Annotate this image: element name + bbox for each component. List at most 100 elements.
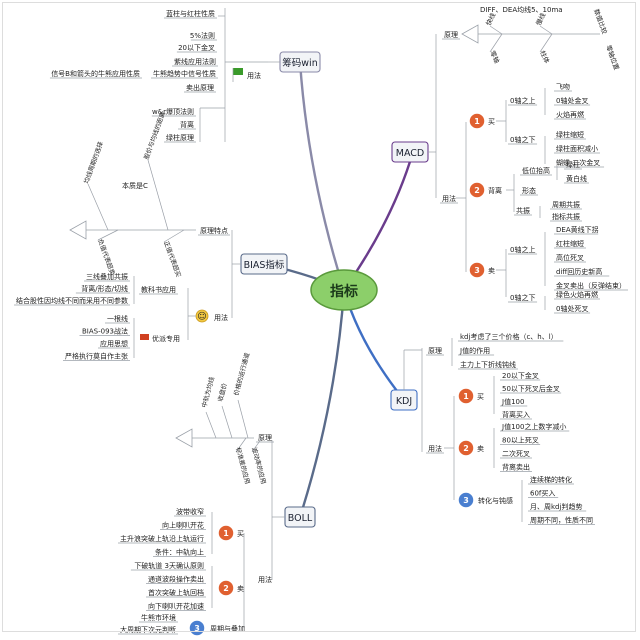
kdj-usage: 用法 [428, 444, 442, 453]
boll-rest-item: 大周期下次元判断 [120, 625, 176, 634]
macd-sell-above-item: diff回历史新高 [556, 267, 602, 276]
macd-buy-above-item: 火焰再燃 [556, 110, 584, 119]
bias-base: 本质是C [122, 181, 148, 190]
kdj-buy-item: 背离买入 [502, 410, 530, 419]
topic-macd-label: MACD [396, 148, 424, 159]
kdj-convert-item: 60f买入 [530, 490, 555, 498]
boll-rest-item: 牛熊市环境 [141, 613, 176, 622]
center-label: 指标 [330, 283, 358, 300]
bias-textbook: 教科书应用 [141, 285, 176, 294]
chip-top-item: 20以下金叉 [178, 43, 215, 52]
macd-principle: 原理 [444, 31, 458, 39]
macd-buy-label: 买 [488, 118, 495, 126]
macd-sell-badge-number: 3 [474, 266, 480, 275]
bias-textbook-item: 三线叠加共振 [86, 272, 128, 281]
macd-div-shape: 形态 [522, 186, 536, 195]
macd-buy-above-item: 0轴处金叉 [556, 96, 588, 105]
main-branch-1 [298, 61, 346, 291]
boll-sell-item: 首次突破上轨回档 [148, 588, 204, 597]
smile-icon-glyph: ☺ [197, 311, 206, 322]
topic-bias-label: BIAS指标 [244, 259, 285, 271]
macd-div-badge [468, 181, 486, 199]
macd-sell-above-item: DEA黄线下拐 [556, 225, 599, 234]
main-branch-4 [298, 289, 346, 518]
boll-buy-label: 买 [237, 530, 244, 538]
chip-bottom-item: 背离 [180, 120, 194, 129]
kdj-convert-badge [457, 491, 475, 509]
macd-div-res-item: 指标共振 [552, 212, 580, 221]
bias-preferred-item: 一根线 [107, 314, 128, 323]
kdj-convert-item: 周期不同，性质不同 [530, 516, 593, 525]
macd-buy-below-item: 绿柱缩短 [556, 130, 584, 139]
image-frame [2, 2, 636, 632]
kdj-sell-badge [457, 439, 475, 457]
kdj-sell-label: 卖 [477, 445, 484, 453]
boll-buy-badge-number: 1 [223, 529, 229, 538]
macd-sell-badge [468, 261, 486, 279]
kdj-convert-label: 转化与钝感 [478, 496, 513, 505]
chip-sell-principle: 卖出原理 [186, 83, 214, 92]
macd-sell-below-item: 绿色火焰再燃 [556, 290, 598, 299]
bias-preferred-item: 应用思想 [100, 339, 128, 348]
macd-buy-below-item: 绿柱面积减小 [556, 144, 598, 153]
macd-buy-badge [468, 112, 486, 130]
kdj-sell-item: J值100之上数字减小 [501, 422, 566, 431]
macd-buy-badge-number: 1 [474, 117, 480, 126]
macd-div-badge-number: 2 [474, 186, 480, 195]
kdj-buy-item: 20以下金叉 [502, 371, 539, 380]
topic-chip-label: 筹码win [282, 57, 317, 69]
macd-div-low-item: 绿柱 [566, 160, 580, 169]
chip-top-item: 蓝柱与红柱性质 [166, 9, 215, 18]
macd-buy-below-zero: 0轴之下 [510, 135, 535, 144]
kdj-buy-badge [457, 387, 475, 405]
boll-sell-badge [217, 579, 235, 597]
boll-buy-item: 条件：中轨向上 [155, 548, 204, 557]
flag-icon [233, 68, 243, 75]
kdj-principle-item: J值的作用 [459, 346, 490, 355]
kdj-sell-item: 二次死叉 [502, 449, 530, 458]
macd-sell-below-zero: 0轴之下 [510, 293, 535, 302]
macd-sell-above-zero: 0轴之上 [510, 245, 535, 254]
boll-sell-label: 卖 [237, 585, 244, 593]
boll-buy-item: 向上喇叭开花 [162, 521, 204, 530]
macd-buy-above-zero: 0轴之上 [510, 96, 535, 105]
boll-usage: 用法 [258, 575, 272, 584]
kdj-buy-item: J值100 [501, 397, 524, 406]
boll-sell-badge-number: 2 [223, 584, 229, 593]
center-node[interactable] [310, 269, 378, 311]
boll-buy-item: 主升浪突破上轨沿上轨运行 [120, 534, 204, 543]
kdj-sell-badge-number: 2 [463, 444, 469, 453]
kdj-principle: 原理 [428, 347, 442, 355]
bias-preferred-item: BIAS-093战法 [82, 327, 128, 336]
macd-div-low-item: 黄白线 [566, 174, 587, 183]
kdj-sell-item: 背离卖出 [502, 463, 530, 472]
boll-principle: 原理 [258, 434, 272, 442]
macd-sell-above-item: 金叉卖出（反弹结束） [556, 281, 626, 290]
bias-preferred-item: 严格执行莫自作主张 [65, 352, 128, 361]
macd-sell-label: 卖 [488, 267, 495, 275]
flag-icon [140, 334, 149, 340]
chip-usage: 用法 [247, 71, 261, 80]
chip-top-item: 5%法则 [190, 31, 215, 40]
boll-buy-badge [217, 524, 235, 542]
macd-sell-below-item: 0轴处死叉 [556, 304, 588, 313]
bias-preferred: 优派专用 [152, 334, 180, 343]
bias-principle: 原理特点 [200, 226, 228, 235]
kdj-convert-item: 月、周kdj判趋势 [530, 502, 582, 511]
macd-div-res-item: 周期共振 [552, 200, 580, 209]
chip-bottom-item: 绿柱原理 [166, 133, 194, 142]
kdj-buy-badge-number: 1 [463, 392, 469, 401]
chip-bottom-item: w&r爆顶法则 [152, 107, 194, 116]
boll-rest-badge-number: 3 [194, 624, 200, 633]
bias-textbook-item: 背离/形态/切线 [81, 284, 128, 293]
kdj-convert-item: 连续梯的转化 [530, 475, 572, 484]
kdj-buy-item: 50以下死叉后金叉 [502, 384, 560, 393]
kdj-sell-item: 80以上死叉 [502, 436, 539, 445]
macd-div-low: 低位抬高 [522, 166, 550, 175]
bias-usage: 用法 [214, 313, 228, 322]
kdj-principle-item: 主力上下折线钝线 [460, 360, 516, 369]
macd-div-label: 背离 [488, 186, 502, 195]
macd-div-resonance: 共振 [516, 206, 530, 215]
kdj-convert-badge-number: 3 [463, 496, 469, 505]
